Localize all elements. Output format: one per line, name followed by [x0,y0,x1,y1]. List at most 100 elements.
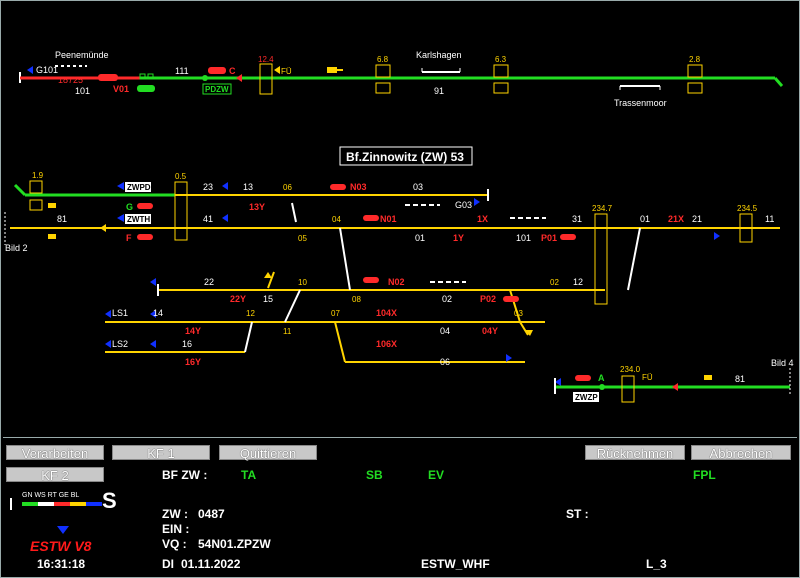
label-21x: 21X [668,214,684,224]
label-01: 01 [415,233,425,243]
signal-red-icon[interactable] [363,277,379,283]
signal-arrow-icon[interactable] [555,378,561,386]
di-label: DI [162,557,174,571]
station-tracks: 1.9 ZWPD ZWTH G F 81 Bild 2 0.5 23 13 06… [4,171,794,403]
kf1-button[interactable]: KF 1 [112,445,210,461]
st-label: ST : [566,507,589,521]
signal-arrow-icon[interactable] [150,340,156,348]
zw-value: 0487 [198,507,225,521]
legend-labels: GN WS RT GE BL [22,492,80,499]
label-02b: 02 [550,278,559,287]
label-16y: 16Y [185,357,201,367]
signal-arrow-icon[interactable] [117,182,124,190]
signal-arrow-icon[interactable] [150,278,156,286]
label-1y: 1Y [453,233,464,243]
train-red-icon[interactable] [98,74,118,81]
label-04: 04 [332,215,341,224]
km-234-0: 234.0 [620,365,641,374]
km-6-3: 6.3 [495,55,507,64]
signal-red-icon[interactable] [503,296,519,302]
signal-arrow-icon[interactable] [222,182,228,190]
signal-arrow-icon[interactable] [714,232,720,240]
km-234-5: 234.5 [737,204,758,213]
km-12-4: 12.4 [258,55,274,64]
status-fpl: FPL [693,468,716,482]
label-g: G [126,202,133,212]
signal-arrow-icon[interactable] [506,354,512,362]
label-31: 31 [572,214,582,224]
label-106x: 106X [376,339,397,349]
signal-arrow-icon[interactable] [236,74,242,82]
label-bild4: Bild 4 [771,358,794,368]
bf-zw-label: BF ZW : [162,468,208,482]
km-2-8: 2.8 [689,55,701,64]
signal-red-icon[interactable] [560,234,576,240]
label-a: A [598,373,605,383]
label-p01: P01 [541,233,557,243]
label-12b: 12 [573,277,583,287]
train-green-icon[interactable] [137,85,155,92]
label-15: 15 [263,294,273,304]
label-fue: FÜ [281,67,292,76]
signal-arrow-icon[interactable] [105,310,111,318]
label-01b: 01 [640,214,650,224]
place-peenemuende: Peenemünde [55,50,109,60]
signal-arrow-icon[interactable] [150,310,156,318]
label-v01: V01 [113,84,129,94]
signal-yellow-icon[interactable] [327,67,337,73]
signal-arrow-icon[interactable] [117,214,124,222]
label-91: 91 [434,86,444,96]
signal-arrow-icon[interactable] [222,214,228,222]
label-n02: N02 [388,277,405,287]
l3-label: L_3 [646,557,667,571]
label-13y: 13Y [249,202,265,212]
label-14: 14 [153,308,163,318]
label-11: 11 [765,214,774,224]
ein-label: EIN : [162,522,190,536]
clock: 16:31:18 [37,557,86,571]
signal-red-icon[interactable] [575,375,591,381]
vq-value: 54N01.ZPZW [198,537,271,551]
signal-red-icon[interactable] [330,184,346,190]
label-101: 101 [75,86,90,96]
signal-red-icon[interactable] [137,203,153,209]
signal-arrow-icon[interactable] [474,198,480,206]
signal-arrow-icon[interactable] [100,224,106,232]
label-111: 111 [175,66,189,76]
label-11b: 11 [283,327,292,336]
signal-red-icon[interactable] [363,215,379,221]
label-07: 07 [331,309,340,318]
label-ls1: LS1 [112,308,128,318]
label-zwzp: ZWZP [575,393,598,402]
place-karlshagen: Karlshagen [416,50,462,60]
km-234-7: 234.7 [592,204,613,213]
label-g03: G03 [455,200,472,210]
signal-red-icon[interactable] [137,234,153,240]
estw-logo: ESTW V8 [30,538,92,554]
status-ta: TA [241,468,257,482]
label-fue2: FÜ [642,373,653,382]
label-81: 81 [57,214,67,224]
chevron-down-icon[interactable] [57,526,69,534]
quittieren-button[interactable]: Quittieren [219,445,317,461]
label-13: 13 [243,182,253,192]
label-02: 02 [442,294,452,304]
train-red-icon[interactable] [208,67,226,74]
abbrechen-button[interactable]: Abbrechen [691,445,791,461]
km-6-8: 6.8 [377,55,389,64]
label-zwpd: ZWPD [127,183,151,192]
km-0-5: 0.5 [175,172,187,181]
verarbeiten-button[interactable]: Verarbeiten [6,445,104,461]
kf2-button[interactable]: KF 2 [6,467,104,483]
signal-arrow-icon[interactable] [105,340,111,348]
label-81b: 81 [735,374,745,384]
label-41: 41 [203,214,213,224]
zw-label: ZW : [162,507,188,521]
ruecknehmen-button[interactable]: Rücknehmen [585,445,685,461]
label-04y: 04Y [482,326,498,336]
label-06b: 06 [440,357,450,367]
label-104x: 104X [376,308,397,318]
station-title: Bf.Zinnowitz (ZW) 53 [346,150,464,164]
signal-arrow-icon[interactable] [27,66,33,74]
